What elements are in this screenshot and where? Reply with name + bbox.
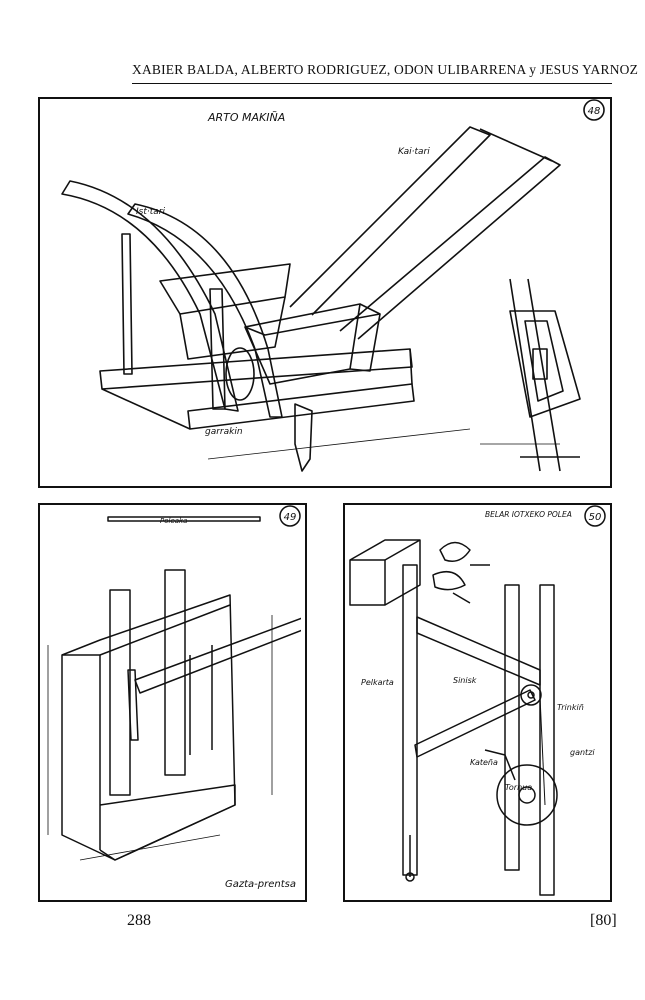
svg-text:48: 48 [588,106,601,117]
drawing-label: Poleaka [160,517,187,525]
plate-title: Gazta-prentsa [225,879,296,890]
drawing-label: Tornua [505,783,532,792]
plate-number-badge: 49 [279,505,301,527]
page-number: 288 [127,912,151,929]
plate-50-hay-pulley: BELAR IOTXEKO POLEA Pelkarta Sinisk Trin… [343,503,612,902]
header-rule [132,83,612,84]
hay-pulley-drawing: BELAR IOTXEKO POLEA Pelkarta Sinisk Trin… [349,505,606,896]
svg-text:49: 49 [284,512,297,523]
drawing-label: Ist·tari [136,207,165,217]
plate-title: BELAR IOTXEKO POLEA [485,510,572,519]
drawing-label: Kateña [470,758,498,767]
plate-48-seed-drill: ARTO MAKIÑA Kai·tari Ist·tari garrakin 4… [38,97,612,488]
drawing-label: Pelkarta [361,678,394,687]
drawing-label: Kai·tari [398,147,430,157]
drawing-label: gantzi [570,748,595,757]
plate-number-badge: 48 [583,99,605,121]
plate-number-badge: 50 [584,505,606,527]
sequence-number: [80] [590,912,617,929]
cheese-press-drawing: Poleaka Gazta-prentsa 49 [47,505,301,890]
drawing-label: garrakin [205,427,243,437]
plate-title: ARTO MAKIÑA [207,111,285,124]
svg-text:50: 50 [589,512,602,523]
drawing-label: Trinkiñ [557,703,584,712]
drawing-label: Sinisk [453,676,477,685]
seed-drill-drawing: ARTO MAKIÑA Kai·tari Ist·tari garrakin 4… [61,99,605,472]
plate-49-cheese-press: Poleaka Gazta-prentsa 49 [38,503,307,902]
running-head: XABIER BALDA, ALBERTO RODRIGUEZ, ODON UL… [132,62,639,77]
